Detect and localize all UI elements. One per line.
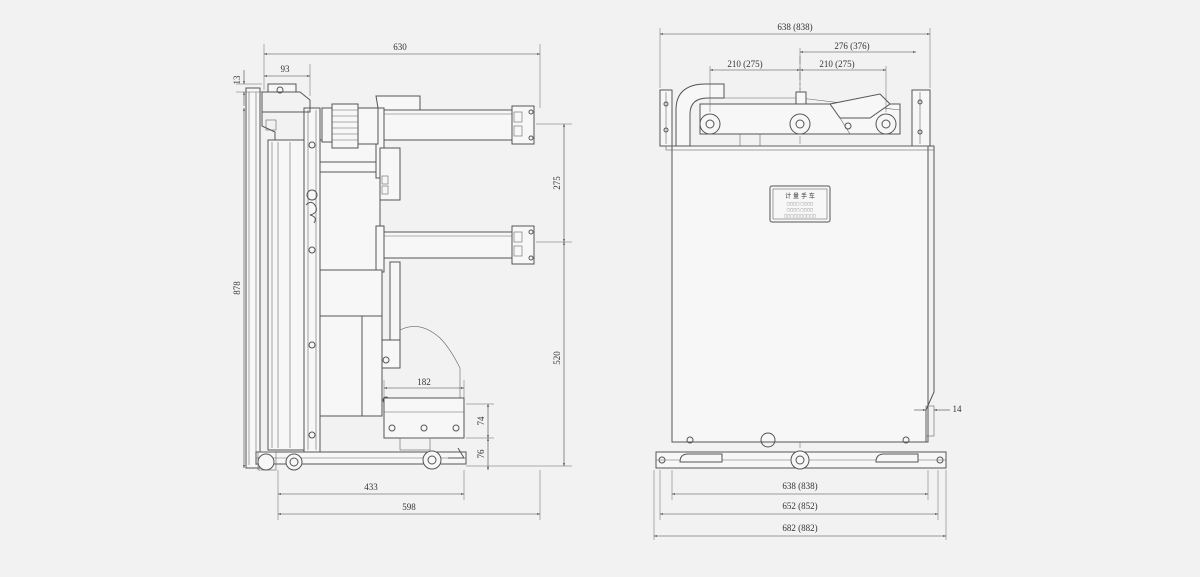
nameplate-row-1: □□□□ □□□□ <box>787 202 814 206</box>
dim-bottom-total: 598 <box>402 502 416 512</box>
dim-contact-height: 520 <box>552 351 562 365</box>
dim-top-offset: 93 <box>281 64 291 74</box>
dim-base-width-1: 638 (838) <box>782 481 817 491</box>
nameplate-title: 计 量 手 车 <box>785 192 815 200</box>
nameplate-row-2: □□□□ □□□□ <box>787 208 814 212</box>
dim-side-gap: 14 <box>953 404 963 414</box>
dim-base-width: 433 <box>364 482 378 492</box>
nameplate: 计 量 手 车 □□□□ □□□□ □□□□ □□□□ □□□□□□□□□□ <box>769 185 831 223</box>
dim-base-width-2: 652 (852) <box>782 501 817 511</box>
dim-pitch-left: 210 (275) <box>727 59 762 69</box>
dim-right-span: 276 (376) <box>834 41 869 51</box>
dim-top-small: 13 <box>232 75 242 85</box>
dim-height-total: 878 <box>232 281 242 295</box>
front-view: 计 量 手 车 □□□□ □□□□ □□□□ □□□□ □□□□□□□□□□ 6… <box>653 22 963 540</box>
dim-base-width-3: 682 (882) <box>782 523 817 533</box>
dim-top-width: 638 (838) <box>777 22 812 32</box>
dim-mech-width: 182 <box>417 377 431 387</box>
dim-mech-h1: 74 <box>476 416 486 426</box>
dim-width-total: 630 <box>393 42 407 52</box>
side-view: 630 93 13 878 275 520 182 74 76 <box>232 42 572 520</box>
dim-contact-pitch: 275 <box>552 176 562 190</box>
dim-pitch-right: 210 (275) <box>819 59 854 69</box>
nameplate-footer: □□□□□□□□□□ <box>784 214 816 218</box>
dim-mech-h2: 76 <box>476 449 486 459</box>
